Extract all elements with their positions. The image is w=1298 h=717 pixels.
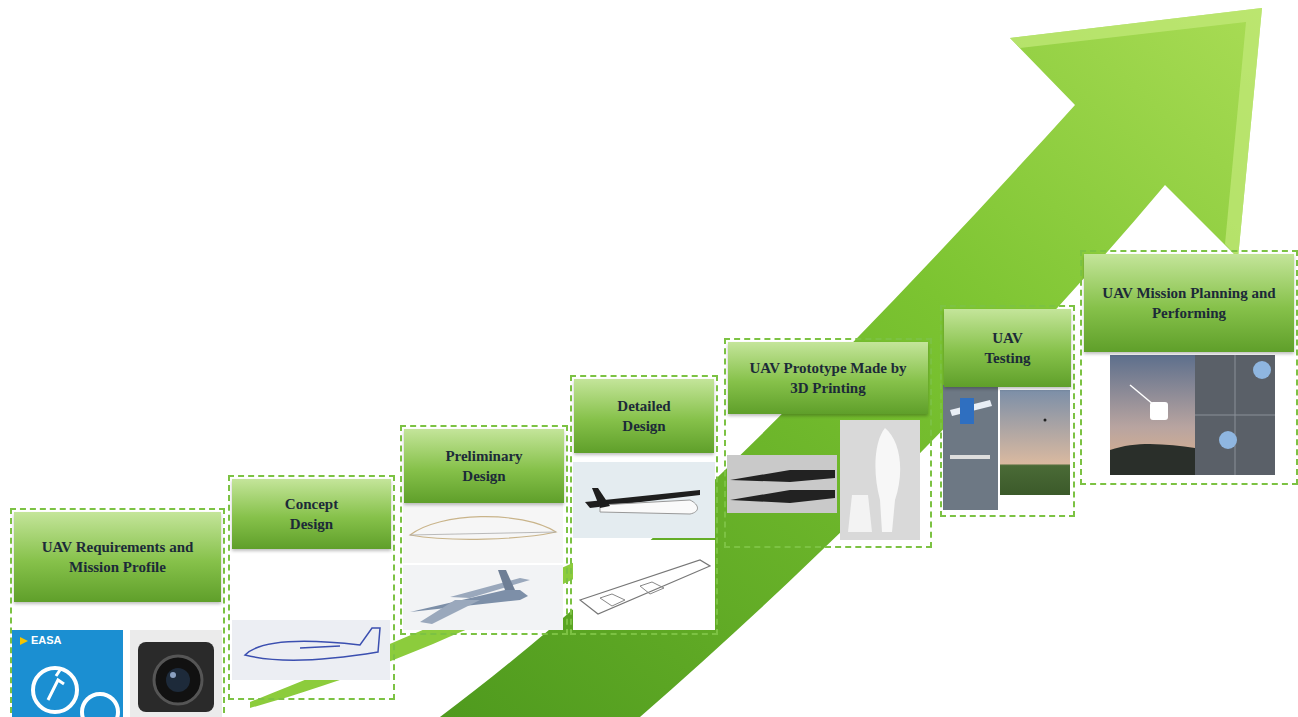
wing — [420, 578, 530, 624]
step-box: Concept Design — [228, 475, 395, 700]
camera-lens — [154, 656, 202, 704]
render-fuselage — [600, 500, 698, 514]
sketch-outline — [245, 628, 380, 660]
step-header: Preliminary Design — [404, 429, 564, 503]
screen-view — [1195, 355, 1275, 475]
airfoil-outline — [410, 517, 556, 540]
wing-outline — [580, 560, 710, 614]
logo-text: EASA — [31, 634, 62, 646]
easa-logo — [12, 630, 123, 717]
logo-ring — [33, 668, 77, 712]
fuselage-part — [875, 428, 900, 532]
airfoil-drawing — [403, 503, 563, 563]
nose-part — [848, 495, 872, 532]
step-box: Detailed Design — [570, 375, 718, 635]
wing-structure — [573, 540, 715, 630]
growth-arrow — [440, 8, 1262, 717]
hills — [1110, 444, 1195, 475]
test-plane — [960, 398, 974, 424]
logo-chevron — [20, 637, 28, 645]
lens-glint — [170, 672, 176, 678]
logo-ring — [82, 694, 118, 717]
step-header: UAV Requirements and Mission Profile — [14, 512, 221, 602]
step-box: UAV Requirements and Mission Profile — [10, 508, 225, 717]
plane-dot — [1044, 419, 1047, 422]
step-title: UAV Requirements and Mission Profile — [38, 537, 198, 578]
mission-photo — [1110, 355, 1195, 475]
render — [573, 462, 715, 538]
screen-grid — [1195, 415, 1275, 416]
runway-mark — [950, 455, 990, 459]
step-box: UAV Mission Planning and Performing — [1080, 250, 1298, 485]
step-header: Concept Design — [232, 479, 391, 549]
tail — [498, 570, 515, 590]
cad-model — [403, 565, 563, 630]
step-box: UAV Testing — [940, 305, 1075, 517]
step-title: Concept Design — [272, 494, 352, 535]
step-title: UAV Mission Planning and Performing — [1099, 283, 1279, 324]
step-box: UAV Prototype Made by 3D Printing — [724, 338, 932, 548]
step-title: UAV Testing — [978, 328, 1038, 369]
step-header: Detailed Design — [574, 379, 714, 453]
step-box: Preliminary Design — [400, 425, 568, 635]
logo-figure — [48, 670, 64, 700]
printed-wings — [727, 455, 837, 513]
step-header: UAV Testing — [944, 309, 1071, 387]
wing-panel — [730, 470, 835, 503]
step-title: UAV Prototype Made by 3D Printing — [746, 358, 911, 399]
step-title: Detailed Design — [604, 396, 684, 437]
step-title: Preliminary Design — [434, 446, 534, 487]
test-photo — [943, 385, 998, 510]
printed-parts — [840, 420, 920, 540]
camera-glass — [166, 668, 190, 692]
wing-ribs — [600, 582, 664, 606]
step-header: UAV Prototype Made by 3D Printing — [728, 342, 928, 414]
arrow-highlight — [1010, 8, 1262, 258]
camera-body — [138, 642, 214, 712]
camera-photo — [130, 630, 222, 717]
chord-line — [410, 532, 556, 535]
step-header: UAV Mission Planning and Performing — [1084, 254, 1294, 352]
map-pin — [1253, 361, 1271, 379]
concept-sketch — [232, 620, 390, 680]
render-tail — [592, 488, 610, 508]
sensor-icon — [1150, 402, 1168, 420]
flight-photo — [1000, 390, 1070, 495]
map-pin — [1219, 431, 1237, 449]
